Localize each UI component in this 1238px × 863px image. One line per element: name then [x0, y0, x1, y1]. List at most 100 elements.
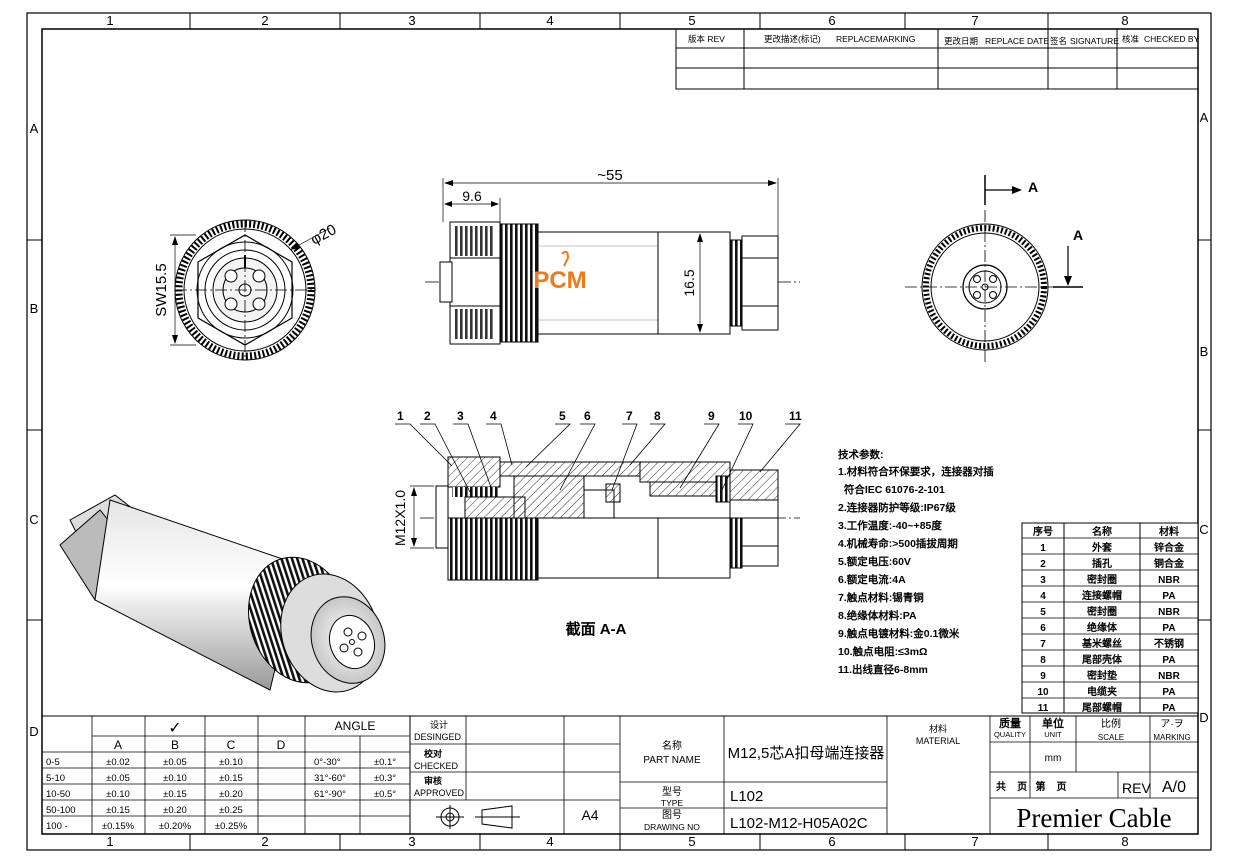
checked-label-cn: 校对 — [424, 748, 442, 759]
balloon-11: 11 — [789, 409, 802, 423]
parts-cell-8-1: 8 — [1040, 655, 1046, 666]
parts-cell-5-3: NBR — [1158, 607, 1180, 618]
zone-col-4-top: 4 — [546, 13, 553, 28]
parts-cell-4-1: 4 — [1040, 591, 1046, 602]
zone-col-1-top: 1 — [106, 13, 113, 28]
parts-cell-10-3: PA — [1162, 687, 1175, 698]
parts-cell-1-2: 外套 — [1091, 541, 1113, 554]
zone-row-d-left: D — [29, 724, 38, 739]
rev-col-date-cn: 更改日期 — [944, 36, 978, 46]
dim-nut-length: 9.6 — [462, 188, 482, 204]
type-label-en: TYPE — [661, 798, 684, 808]
zone-col-2-top: 2 — [261, 13, 268, 28]
pcm-logo: PCM — [533, 267, 586, 294]
marking-label-cn: ア·ヲ — [1160, 719, 1183, 730]
zone-row-c-left: C — [29, 512, 38, 527]
zone-labels: 1 2 3 4 5 6 7 8 1 2 3 4 5 6 7 8 A B C D … — [29, 13, 1208, 849]
parts-cell-8-2: 尾部壳体 — [1082, 653, 1123, 666]
tol-cell-5-range: 100 - — [46, 821, 68, 832]
front-view: SW15.5 φ20 — [153, 219, 339, 361]
tol-col-a: A — [114, 738, 122, 752]
part-balloons: 1 2 3 4 5 6 7 8 9 10 11 — [395, 409, 802, 493]
section-mark-top: A — [1028, 179, 1038, 195]
paper-size: A4 — [581, 807, 598, 823]
tol-cell-2-range: 5-10 — [46, 773, 65, 784]
dim-length: ~55 — [597, 167, 622, 184]
drawing-number: L102-M12-H05A02C — [730, 815, 868, 832]
part-name-label-cn: 名称 — [662, 739, 682, 752]
balloon-7: 7 — [626, 409, 633, 423]
zone-row-d-right: D — [1199, 710, 1208, 725]
tol-cell-2-b: ±0.10 — [163, 773, 187, 784]
parts-cell-5-2: 密封圈 — [1087, 605, 1117, 618]
designed-label-cn: 设计 — [430, 719, 448, 730]
zone-row-a-left: A — [30, 121, 39, 136]
tol-cell-5-a: ±0.15% — [102, 821, 135, 832]
drawing-label-cn: 图号 — [662, 809, 682, 821]
zone-col-3-bottom: 3 — [408, 834, 415, 849]
zone-col-8-bottom: 8 — [1121, 834, 1128, 849]
parts-cell-1-1: 1 — [1040, 543, 1046, 554]
zone-col-3-top: 3 — [408, 13, 415, 28]
tol-cell-3-c: ±0.20 — [219, 789, 243, 800]
tech-spec-line-9: 8.绝缘体材料:PA — [838, 609, 917, 622]
tol-col-b: B — [171, 738, 179, 752]
balloon-10: 10 — [739, 409, 753, 423]
tol-cell-5-b: ±0.20% — [159, 821, 192, 832]
zone-col-4-bottom: 4 — [546, 834, 553, 849]
dim-diameter: φ20 — [308, 221, 339, 248]
tol-cell-3-ang: 61°-90° — [314, 789, 346, 800]
tech-spec-line-5: 4.机械寿命:>500插拔周期 — [838, 537, 958, 550]
parts-cell-6-1: 6 — [1040, 623, 1046, 634]
rev-col-rev: 版本 REV — [688, 34, 725, 44]
zone-ticks — [27, 13, 1211, 850]
tol-cell-1-c: ±0.10 — [219, 757, 243, 768]
sheet-count: 共 页 第 页 — [996, 780, 1067, 793]
parts-cell-6-2: 绝缘体 — [1087, 621, 1118, 634]
tol-cell-1-a: ±0.02 — [106, 757, 130, 768]
zone-row-c-right: C — [1199, 522, 1208, 537]
balloon-3: 3 — [457, 409, 464, 423]
tol-cell-2-c: ±0.15 — [219, 773, 243, 784]
parts-header-name: 名称 — [1092, 525, 1112, 538]
side-view: PCM ~55 9.6 16.5 — [425, 167, 800, 345]
company-name: Premier Cable — [1016, 803, 1171, 833]
unit-label-cn: 单位 — [1042, 716, 1064, 730]
rev-label: REV — [1122, 780, 1151, 796]
parts-cell-4-3: PA — [1162, 591, 1175, 602]
dim-body-dia: 16.5 — [681, 269, 697, 296]
revision-table: 版本 REV 更改描述(标记) REPLACEMARKING 更改日期 REPL… — [675, 28, 1200, 90]
section-mark-right: A — [1073, 227, 1083, 243]
parts-header-material: 材料 — [1159, 525, 1179, 538]
section-view: M12X1.0 截面 A-A — [392, 456, 800, 638]
scale-label-cn: 比例 — [1101, 717, 1121, 730]
zone-col-8-top: 8 — [1121, 13, 1128, 28]
tol-cell-3-range: 10-50 — [46, 789, 70, 800]
balloon-6: 6 — [584, 409, 591, 423]
tech-spec-line-7: 6.额定电流:4A — [838, 573, 906, 586]
unit-label-en: UNIT — [1044, 730, 1062, 739]
parts-cell-11-1: 11 — [1038, 703, 1049, 714]
parts-cell-2-1: 2 — [1040, 559, 1046, 570]
rev-col-sign-cn: 签名 — [1050, 36, 1067, 46]
zone-col-6-bottom: 6 — [828, 834, 835, 849]
dim-sw: SW15.5 — [153, 263, 170, 316]
marking-label-en: MARKING — [1153, 733, 1190, 742]
tol-cell-1-range: 0-5 — [46, 757, 60, 768]
tol-cell-2-angtol: ±0.3° — [374, 773, 396, 784]
tol-col-c: C — [227, 738, 236, 752]
parts-cell-8-3: PA — [1162, 655, 1175, 666]
tech-spec-line-4: 3.工作温度:-40~+85度 — [838, 519, 942, 532]
tech-specs: 技术参数: 1.材料符合环保要求，连接器对插 符合IEC 61076-2-101… — [838, 448, 994, 676]
parts-cell-4-2: 连接螺帽 — [1082, 589, 1122, 602]
check-mark-icon: ✓ — [168, 720, 181, 737]
approved-label-en: APPROVED — [414, 788, 465, 798]
tol-cell-3-b: ±0.15 — [163, 789, 187, 800]
section-title: 截面 A-A — [566, 620, 627, 638]
material-label-en: MATERIAL — [916, 736, 960, 746]
tol-cell-2-a: ±0.05 — [106, 773, 130, 784]
tech-spec-line-2: 符合IEC 61076-2-101 — [838, 483, 945, 496]
